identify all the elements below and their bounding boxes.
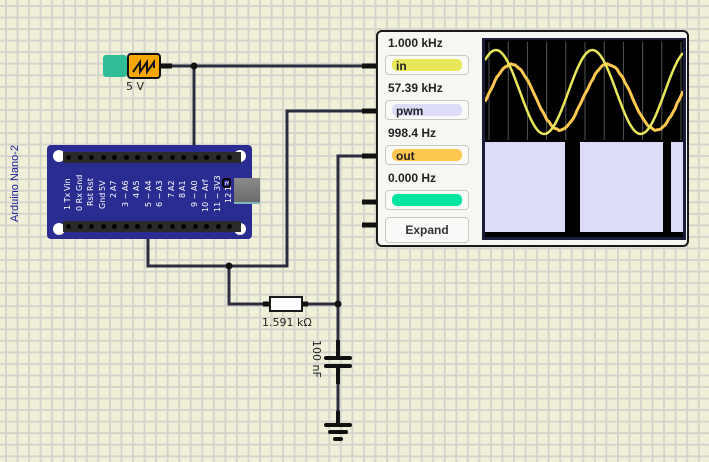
arduino-nano[interactable]: VinGndRst5VA7A6A5A4A3A2A1A0Arf3V313 1 Tx… [47,145,252,239]
pin-label: 11 ~ [213,193,223,219]
pin-12[interactable] [227,224,232,229]
pin-label: A3 [155,165,165,191]
pin-label: Arf [201,165,211,191]
pin-arf[interactable] [204,155,209,160]
pin-gnd[interactable] [78,155,83,160]
junction-dot [226,263,233,270]
junction-dot [191,63,198,70]
pwm-trace [485,142,683,232]
pin-a5[interactable] [135,155,140,160]
pin-label: 5V [98,165,108,191]
arduino-title: Arduino Nano-2 [9,145,23,249]
channel-2-button[interactable]: pwm [385,100,469,120]
power-label: 5 V [126,80,144,93]
pin-1tx[interactable] [66,224,71,229]
channel-1-frequency: 1.000 kHz [388,36,443,50]
pin-9[interactable] [193,224,198,229]
pin-gnd[interactable] [101,224,106,229]
pin-label: 6 ~ [155,193,165,219]
pin-rst[interactable] [89,155,94,160]
pin-label: 12 [224,193,234,219]
channel-1-name: in [396,59,407,74]
pin-label: A4 [144,165,154,191]
pin-label: A2 [167,165,177,191]
pin-label: 0 Rx [75,193,85,219]
pin-label: 1 Tx [63,193,73,219]
pin-label: A1 [178,165,188,191]
pin-a6[interactable] [124,155,129,160]
power-led [103,55,127,77]
pin-rst[interactable] [89,224,94,229]
junction-dot [335,301,342,308]
expand-button[interactable]: Expand [385,217,469,243]
pin-label: 4 [132,193,142,219]
pin-a4[interactable] [147,155,152,160]
pin-label: A5 [132,165,142,191]
channel-3-name: out [396,149,415,164]
pin-11[interactable] [216,224,221,229]
pin-3[interactable] [124,224,129,229]
pin-label: Gnd [98,193,108,219]
pin-4[interactable] [135,224,140,229]
pin-6[interactable] [158,224,163,229]
pin-a0[interactable] [193,155,198,160]
reset-button[interactable] [222,178,231,188]
channel-4-button[interactable] [385,190,469,210]
pin-vin[interactable] [66,155,71,160]
pin-label: A7 [109,165,119,191]
pin-3v3[interactable] [216,155,221,160]
bottom-pin-header [63,221,241,232]
pin-10[interactable] [204,224,209,229]
pin-8[interactable] [181,224,186,229]
channel-2-name: pwm [396,104,423,119]
wire-out [338,156,366,345]
resistor[interactable] [263,297,308,311]
channel-1-button[interactable]: in [385,55,469,75]
capacitor-label-wrap: 100 nF [310,340,324,380]
pin-label: 2 [109,193,119,219]
ground-icon [326,412,350,439]
pin-label: 8 [178,193,188,219]
pin-label: 9 ~ [190,193,200,219]
pin-label: Rst [86,165,96,191]
channel-4-color [392,194,462,206]
oscilloscope-screen [482,38,686,240]
pin-label: Rst [86,193,96,219]
channel-4-frequency: 0.000 Hz [388,171,436,185]
usb-connector [234,178,260,204]
oscilloscope[interactable]: 1.000 kHz in 57.39 kHz pwm 998.4 Hz out … [376,30,689,247]
pin-label: A0 [190,165,200,191]
top-pin-header [63,152,241,163]
channel-3-frequency: 998.4 Hz [388,126,436,140]
pin-a7[interactable] [112,155,117,160]
power-source[interactable] [103,54,160,78]
capacitor[interactable] [326,340,350,384]
pin-label: A6 [121,165,131,191]
pin-label: Gnd [75,165,85,191]
pin-label: Vin [63,165,73,191]
pin-label: 7 [167,193,177,219]
pin-5[interactable] [147,224,152,229]
resistor-label: 1.591 kΩ [262,316,312,329]
pin-label: 3V3 [213,165,223,191]
pin-a1[interactable] [181,155,186,160]
pin-a3[interactable] [158,155,163,160]
channel-3-button[interactable]: out [385,145,469,165]
pin-5v[interactable] [101,155,106,160]
in-trace [485,50,683,134]
pin-label: 10 ~ [201,193,211,219]
scope-traces [485,40,683,237]
pin-0rx[interactable] [78,224,83,229]
channel-2-frequency: 57.39 kHz [388,81,443,95]
pin-label: 5 ~ [144,193,154,219]
pin-2[interactable] [112,224,117,229]
pin-a2[interactable] [170,155,175,160]
wire-resistor-left [229,266,263,304]
pin-label: 3 ~ [121,193,131,219]
pin-13[interactable] [227,155,232,160]
capacitor-label: 100 nF [310,340,323,378]
pin-7[interactable] [170,224,175,229]
